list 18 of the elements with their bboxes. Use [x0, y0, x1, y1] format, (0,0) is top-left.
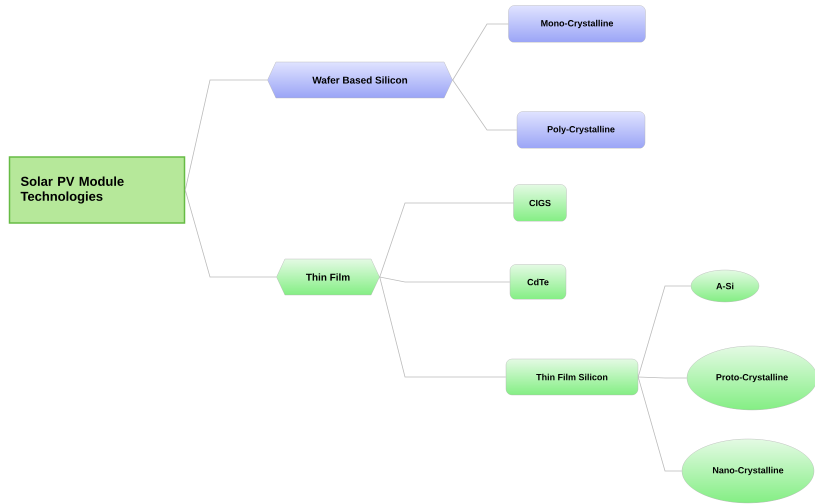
connector	[379, 276, 510, 282]
connector	[452, 80, 518, 130]
root-box: Solar PV Module Technologies	[8, 156, 186, 224]
connector	[452, 24, 509, 80]
leaf-box: Mono-Crystalline	[508, 5, 646, 43]
connector	[184, 190, 277, 278]
connector	[379, 202, 514, 278]
connector	[638, 376, 688, 378]
connector	[379, 276, 506, 378]
connector	[638, 376, 682, 472]
leaf-box: Poly-Crystalline	[516, 111, 646, 149]
leaf-box: CdTe	[510, 264, 566, 300]
connector	[638, 286, 692, 378]
connector	[184, 80, 268, 190]
category-hexagon: Wafer Based Silicon	[267, 62, 453, 98]
leaf-box: CIGS	[513, 184, 567, 222]
subcategory-box: Thin Film Silicon	[506, 358, 638, 396]
category-hexagon: Thin Film	[276, 258, 380, 296]
